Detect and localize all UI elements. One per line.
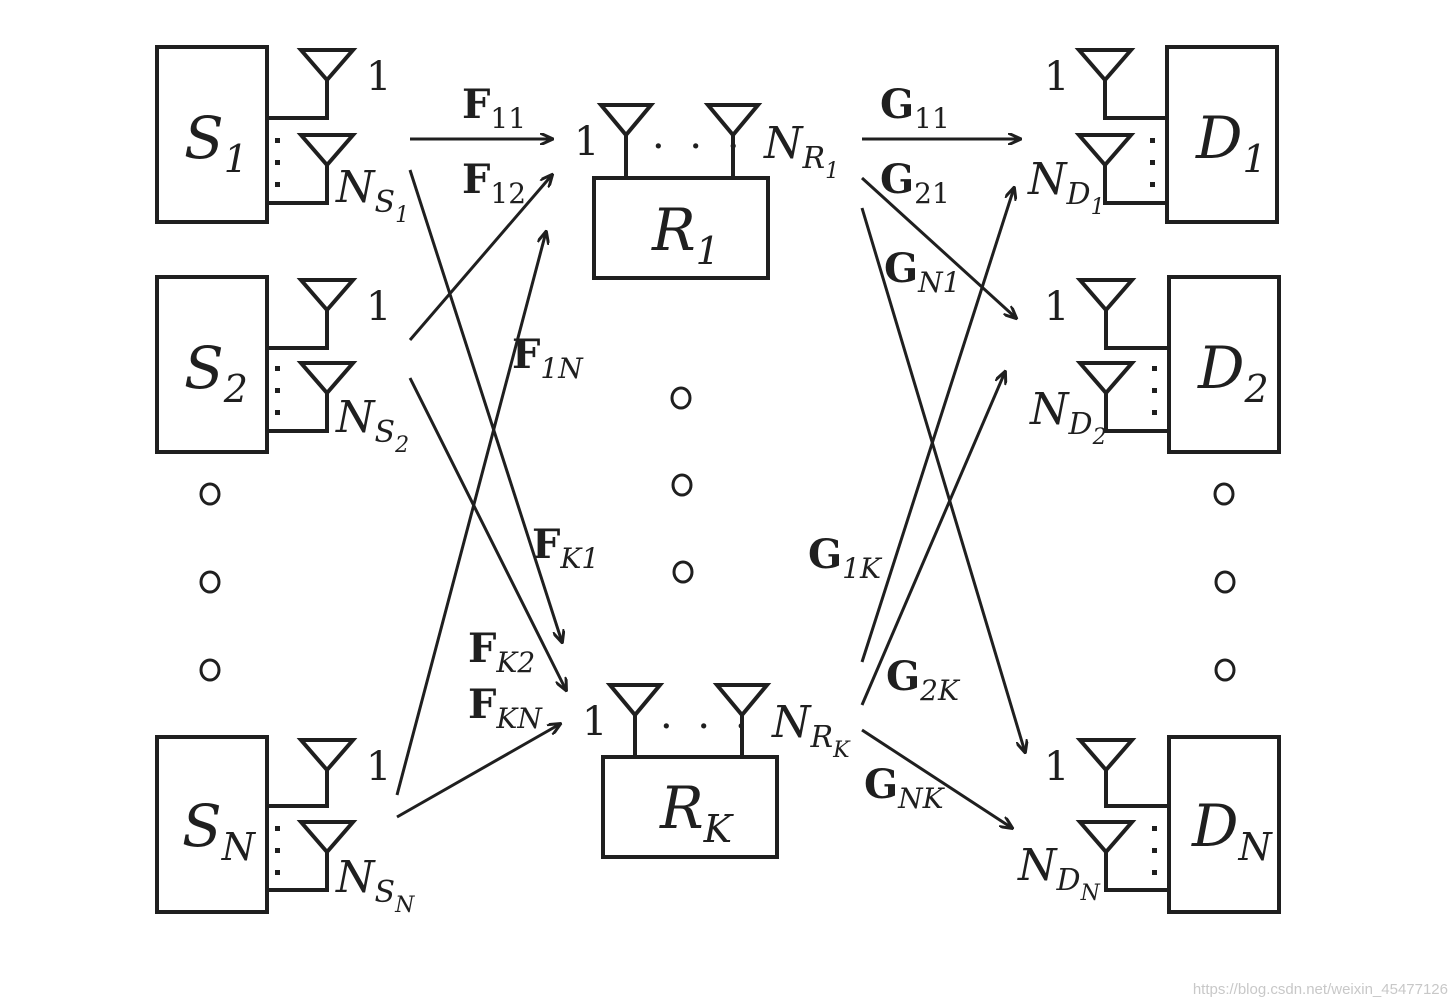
svg-text:S2: S2 [184, 334, 248, 411]
antenna-count-label: NS1 [335, 162, 409, 228]
antenna-index-label: 1 [366, 284, 391, 330]
antenna-icon [1074, 133, 1136, 169]
antenna-ellipsis [275, 826, 280, 875]
channel-label-f11: F11 [462, 81, 526, 135]
antenna-ellipsis: · · · [652, 124, 746, 170]
channel-label-fkn: FKN [468, 681, 543, 735]
source-ellipsis [199, 482, 221, 682]
antenna-icon [296, 278, 358, 314]
antenna-icon [296, 738, 358, 774]
destination-ellipsis [1213, 482, 1236, 682]
svg-text:RK: RK [659, 774, 735, 851]
antenna-index-label: 1 [582, 699, 607, 745]
source-relay-links [395, 139, 566, 819]
channel-label-gn1: GN1 [884, 245, 961, 299]
destination-node-1: D1 1 ND1 [1027, 45, 1279, 224]
destination-node-n: DN 1 NDN [1017, 735, 1281, 914]
antenna-icon [296, 820, 358, 856]
source-box [155, 275, 269, 454]
link-gn1 [860, 207, 1025, 752]
channel-label-g11: G11 [880, 81, 950, 135]
antenna-ellipsis [275, 366, 280, 415]
link-gnk [861, 728, 1012, 828]
relay-destination-links [860, 139, 1025, 828]
channel-label-g2k: G2K [886, 653, 961, 707]
channel-label-fk2: FK2 [468, 625, 535, 679]
antenna-icon [296, 361, 358, 397]
relay-box [601, 755, 779, 859]
antenna-index-label: 1 [1044, 284, 1069, 330]
antenna-icon [1074, 48, 1136, 84]
link-g21 [860, 176, 1016, 318]
source-box [155, 45, 269, 224]
antenna-icon [1075, 820, 1137, 856]
watermark-text: https://blog.csdn.net/weixin_45477126 [1192, 981, 1448, 998]
antenna-count-label: ND1 [1027, 154, 1105, 220]
destination-box [1167, 735, 1281, 914]
link-fk2 [408, 377, 566, 690]
antenna-index-label: 1 [366, 744, 391, 790]
source-node-1: S1 1 NS1 [155, 45, 409, 228]
antenna-index-label: 1 [366, 54, 391, 100]
antenna-count-label: NRK [771, 697, 851, 763]
source-node-n: SN 1 NSN [155, 735, 415, 918]
antenna-icon [1075, 738, 1137, 774]
antenna-icon [1075, 278, 1137, 314]
link-g1k [860, 188, 1014, 663]
antenna-index-label: 1 [574, 119, 599, 165]
svg-text:S1: S1 [184, 104, 248, 181]
antenna-count-label: NR1 [763, 118, 839, 184]
channel-label-f1n: F1N [512, 331, 584, 385]
antenna-ellipsis [1152, 826, 1157, 875]
antenna-icon [703, 103, 763, 139]
channel-label-g1k: G1K [808, 531, 883, 585]
antenna-icon [296, 133, 358, 169]
channel-label-gnk: GNK [864, 761, 946, 815]
channel-label-f12: F12 [462, 156, 526, 210]
svg-text:D1: D1 [1195, 104, 1267, 181]
link-fk1 [408, 169, 562, 642]
antenna-index-label: 1 [1044, 54, 1069, 100]
relay-box [592, 176, 770, 280]
svg-text:R1: R1 [651, 196, 720, 273]
channel-label-g21: G21 [880, 156, 950, 210]
antenna-ellipsis [1150, 138, 1155, 187]
link-f1n [395, 232, 546, 796]
antenna-icon [596, 103, 656, 139]
relay-node-k: RK · · · 1 NRK [582, 683, 851, 859]
antenna-ellipsis [275, 138, 280, 187]
antenna-count-label: NS2 [335, 392, 409, 458]
relay-node-1: R1 · · · 1 NR1 [574, 103, 839, 280]
antenna-count-label: NSN [335, 852, 415, 918]
antenna-icon [712, 683, 772, 719]
source-node-2: S2 1 NS2 [155, 275, 409, 458]
svg-text:D2: D2 [1197, 334, 1269, 411]
link-f12 [408, 175, 552, 341]
link-g2k [860, 372, 1005, 706]
antenna-icon [1075, 361, 1137, 397]
link-fkn [396, 724, 560, 819]
channel-labels: F11 F12 F1N FK1 FK2 FKN G11 G21 GN1 G1K … [462, 81, 961, 815]
relay-ellipsis [670, 386, 694, 584]
antenna-count-label: ND2 [1029, 384, 1107, 450]
antenna-count-label: NDN [1017, 840, 1101, 906]
source-box [155, 735, 269, 914]
destination-box [1165, 45, 1279, 224]
channel-label-fk1: FK1 [532, 521, 599, 575]
antenna-ellipsis [1152, 366, 1157, 415]
antenna-icon [296, 48, 358, 84]
antenna-icon [605, 683, 665, 719]
antenna-index-label: 1 [1044, 744, 1069, 790]
destination-node-2: D2 1 ND2 [1029, 275, 1281, 454]
svg-text:DN: DN [1191, 792, 1274, 869]
svg-text:SN: SN [182, 792, 257, 869]
antenna-ellipsis: · · · [660, 704, 754, 750]
destination-box [1167, 275, 1281, 454]
